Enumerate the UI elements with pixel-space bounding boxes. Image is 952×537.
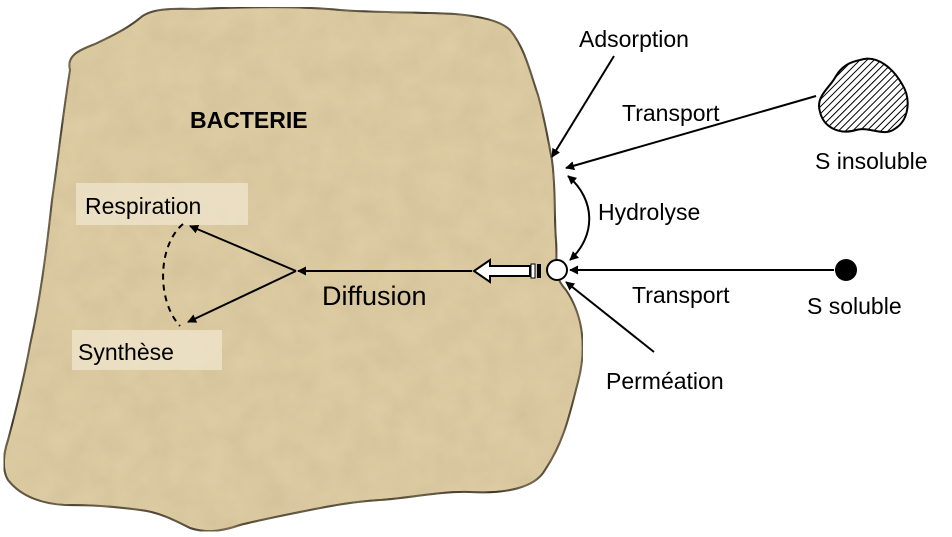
soluble-label: S soluble — [807, 293, 902, 319]
respiration-label: Respiration — [85, 193, 201, 219]
hydrolysis-label: Hydrolyse — [598, 199, 700, 225]
hydrolysis-arrow — [568, 176, 589, 260]
membrane-entry-point — [547, 260, 567, 280]
soluble-substrate-dot — [835, 259, 857, 281]
insoluble-label: S insoluble — [815, 148, 928, 174]
transport-bottom-label: Transport — [632, 282, 730, 308]
insoluble-substrate-blob — [819, 59, 908, 132]
transport-top-label: Transport — [622, 100, 720, 126]
synthesis-label: Synthèse — [78, 339, 174, 365]
permeation-label: Perméation — [606, 368, 724, 394]
adsorption-arrow — [552, 56, 614, 157]
diffusion-label: Diffusion — [322, 281, 427, 311]
adsorption-label: Adsorption — [579, 26, 689, 52]
bacteria-label: BACTERIE — [190, 107, 308, 133]
